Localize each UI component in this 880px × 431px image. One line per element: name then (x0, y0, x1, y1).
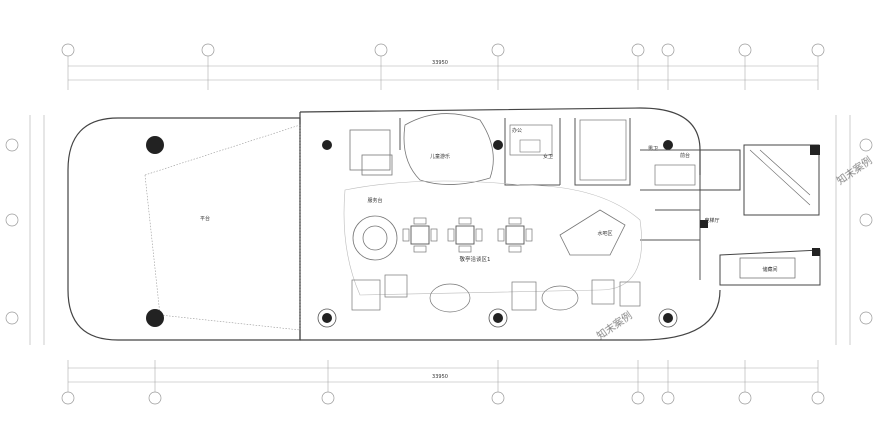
grid-axis-top (61, 43, 825, 57)
svg-text:敬亭洽谈区1: 敬亭洽谈区1 (460, 255, 491, 263)
reception-area: 前台 (654, 152, 696, 186)
watermark: 知末案例 知末案例 (594, 154, 874, 343)
svg-text:前台: 前台 (680, 152, 690, 159)
columns (322, 140, 673, 323)
sofa-groups (351, 274, 641, 313)
office-block: 办公 (509, 124, 553, 156)
svg-text:知末案例: 知末案例 (834, 154, 874, 188)
svg-text:服务台: 服务台 (367, 197, 382, 204)
service-desk: 服务台 (349, 129, 393, 204)
building-outline (67, 107, 721, 341)
terrace-area: 平台 (144, 124, 301, 331)
svg-text:储藏间: 储藏间 (762, 266, 777, 273)
grid-axis-left (5, 138, 19, 325)
interior-walls (399, 118, 701, 280)
dining-tables (402, 217, 533, 253)
lounge-zone: 敬亭洽谈区1 (343, 180, 642, 296)
restroom-block: 女卫 男卫 (543, 119, 658, 181)
svg-text:男卫: 男卫 (648, 146, 658, 152)
grid-axis-right (859, 138, 873, 325)
water-bar: 水吧区 (559, 209, 626, 256)
svg-text:办公: 办公 (512, 127, 522, 134)
children-play-area: 儿童游乐 (403, 113, 494, 185)
svg-text:知末案例: 知末案例 (594, 309, 634, 343)
dimension-total-top: 33950 (432, 60, 448, 66)
svg-text:儿童游乐: 儿童游乐 (430, 153, 450, 160)
svg-text:女卫: 女卫 (543, 153, 553, 160)
dimension-total-bottom: 33950 (432, 374, 448, 380)
svg-text:33950: 33950 (432, 60, 448, 66)
svg-text:电梯厅: 电梯厅 (704, 217, 719, 224)
svg-text:33950: 33950 (432, 374, 448, 380)
column-dot (146, 136, 164, 154)
storage-room: 储藏间 (719, 248, 821, 286)
svg-text:水吧区: 水吧区 (597, 230, 612, 237)
column-dot (146, 309, 164, 327)
svg-text:平台: 平台 (200, 215, 210, 222)
elevator-hall: 电梯厅 (699, 144, 820, 228)
column-rings (317, 308, 678, 328)
round-seating (352, 215, 398, 261)
grid-axis-bottom (61, 391, 825, 405)
dimension-lines (29, 56, 851, 392)
